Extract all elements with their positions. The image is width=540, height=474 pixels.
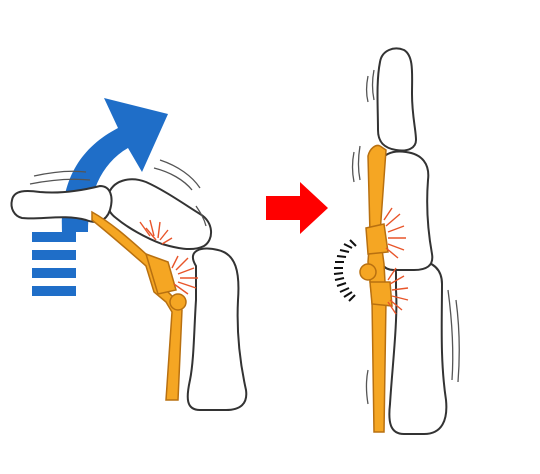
bent-finger-illustration [10, 98, 248, 411]
proximal-phalanx-bone [186, 247, 248, 411]
extensor-tendon [359, 144, 393, 433]
straight-finger-illustration [333, 47, 460, 435]
middle-phalanx-bone [106, 178, 212, 251]
resistance-arc [333, 239, 357, 302]
distal-phalanx-bone [10, 184, 113, 223]
ligament-fibers [139, 219, 198, 295]
extensor-tendon [91, 210, 187, 401]
right-arrow-icon [266, 182, 328, 234]
distal-phalanx-bone [376, 47, 418, 152]
proximal-phalanx-bone [388, 258, 448, 435]
ligament-fibers [383, 207, 409, 315]
motion-lines [351, 69, 460, 405]
motion-lines [29, 159, 207, 227]
